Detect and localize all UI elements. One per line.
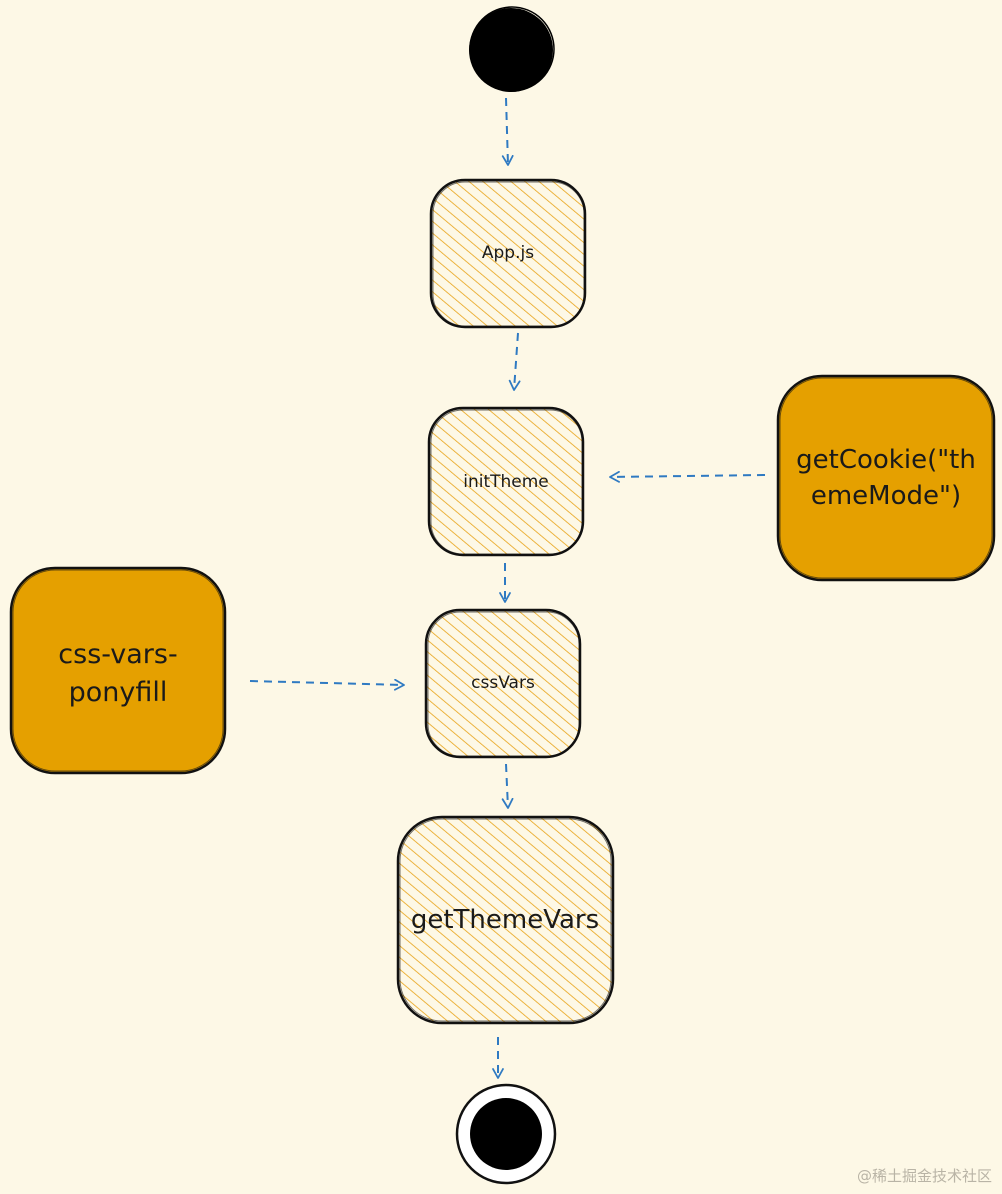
node-cssvars: cssVars bbox=[424, 608, 582, 759]
node-app-js-label: App.js bbox=[482, 243, 534, 263]
arrow-ponyfill-to-cssvars bbox=[249, 678, 405, 691]
arrow-app-to-inittheme bbox=[508, 332, 521, 391]
node-getcookie-label-line2: emeMode") bbox=[811, 481, 961, 511]
node-ponyfill-label-line2: ponyfill bbox=[69, 677, 168, 708]
node-inittheme-label: initTheme bbox=[463, 472, 549, 492]
node-getcookie-label-line1: getCookie("th bbox=[796, 445, 976, 475]
node-css-vars-ponyfill: css-vars- ponyfill bbox=[9, 566, 227, 775]
node-inittheme: initTheme bbox=[427, 406, 585, 557]
arrow-getcookie-to-inittheme bbox=[609, 470, 766, 483]
arrow-start-to-app bbox=[501, 97, 514, 166]
node-getthemevars-label: getThemeVars bbox=[411, 905, 599, 935]
node-cssvars-label: cssVars bbox=[471, 673, 535, 693]
node-app-js: App.js bbox=[429, 178, 587, 329]
node-ponyfill-label-line1: css-vars- bbox=[58, 639, 177, 670]
watermark: @稀土掘金技术社区 bbox=[856, 1167, 992, 1185]
arrow-cssvars-to-getthemevars bbox=[501, 763, 514, 809]
node-getthemevars: getThemeVars bbox=[396, 815, 615, 1025]
end-node bbox=[455, 1083, 557, 1185]
node-getcookie: getCookie("th emeMode") bbox=[776, 374, 996, 582]
start-node bbox=[469, 6, 555, 92]
